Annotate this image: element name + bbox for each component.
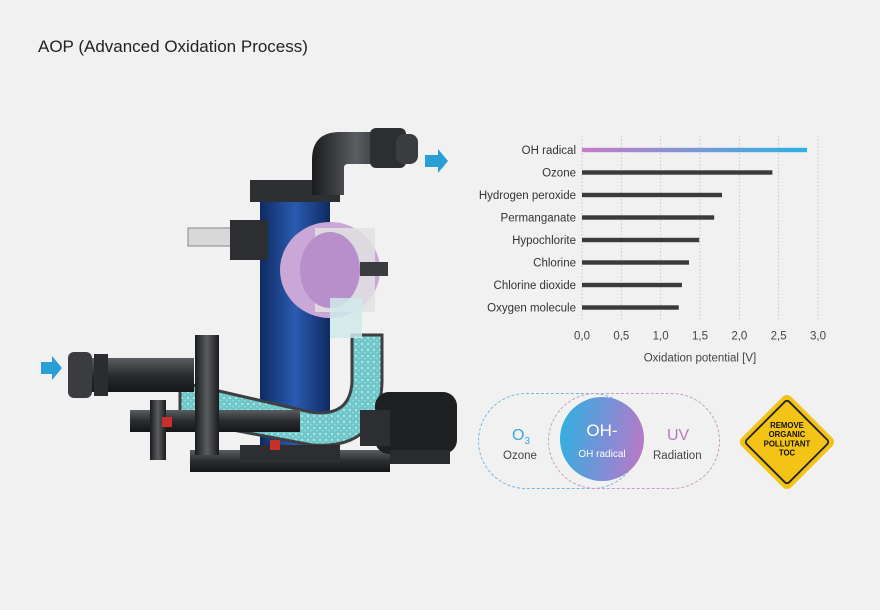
bar	[582, 192, 723, 198]
category-label: Ozone	[542, 168, 576, 180]
bar	[582, 305, 679, 310]
x-axis-label: Oxidation potential [V]	[644, 353, 757, 365]
x-tick-label: 1,5	[692, 331, 708, 343]
category-label: OH radical	[522, 145, 576, 157]
page-title: AOP (Advanced Oxidation Process)	[38, 37, 308, 56]
x-tick-label: 3,0	[810, 331, 826, 343]
x-tick-label: 0,5	[613, 331, 629, 343]
bar	[582, 282, 682, 288]
uv-symbol: UV	[667, 427, 690, 444]
outlet-arrow-icon	[425, 149, 448, 173]
bar	[582, 260, 689, 265]
sign-text-line: ORGANIC	[769, 430, 806, 439]
x-tick-label: 1,0	[653, 331, 669, 343]
x-tick-label: 2,5	[771, 331, 787, 343]
bar	[582, 147, 807, 153]
ozone-symbol: O3	[512, 427, 531, 448]
sign-text-line: REMOVE	[770, 421, 804, 430]
category-label: Hypochlorite	[512, 235, 576, 247]
pump	[375, 392, 457, 454]
category-label: Oxygen molecule	[487, 303, 576, 315]
ozone-label: Ozone	[503, 450, 537, 462]
uv-ring	[548, 393, 720, 489]
inlet-arrow-icon	[41, 356, 62, 380]
sign-text-line: POLLUTANT	[764, 439, 811, 448]
sign-text-line: TOC	[779, 449, 796, 458]
aop-reactor-illustration	[41, 128, 457, 472]
bar	[582, 170, 773, 175]
category-label: Chlorine dioxide	[494, 280, 576, 292]
category-label: Chlorine	[533, 258, 576, 270]
radiation-label: Radiation	[653, 450, 702, 462]
bar	[582, 237, 700, 243]
category-label: Hydrogen peroxide	[479, 190, 576, 202]
oh-radical-label: OH radical	[578, 449, 626, 460]
category-label: Permanganate	[501, 213, 576, 225]
oh-radical-symbol: OH-	[586, 421, 618, 440]
bar	[582, 215, 715, 220]
oxidation-potential-chart: 0,0 0,5 1,0 1,5 2,0 2,5 3,0 OH radicalOzoneHydr…	[479, 136, 826, 365]
x-tick-label: 2,0	[731, 331, 747, 343]
oh-radical-circle: OH- OH radical	[560, 397, 644, 481]
x-tick-label: 0,0	[574, 331, 590, 343]
